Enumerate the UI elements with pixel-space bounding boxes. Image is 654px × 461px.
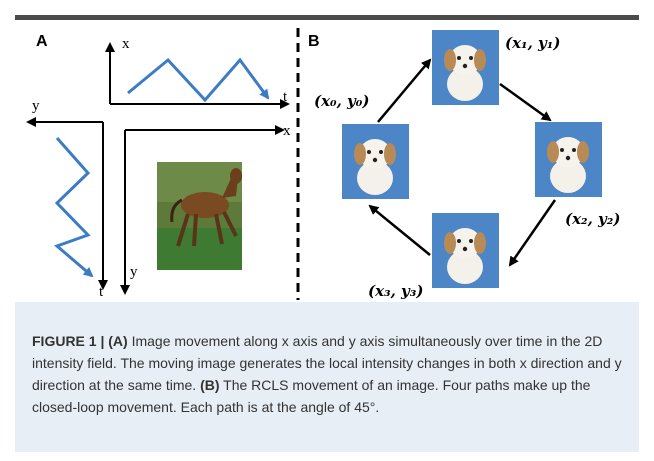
arrow-top-to-right bbox=[499, 82, 552, 122]
top-x-label: x bbox=[122, 36, 130, 52]
figure-caption: FIGURE 1 | (A) Image movement along x ax… bbox=[32, 330, 624, 418]
top-t-label: t bbox=[283, 89, 288, 105]
caption-box bbox=[15, 302, 639, 452]
bottom-y-label: y bbox=[130, 264, 138, 280]
dog-image-right bbox=[535, 122, 602, 197]
arrow-right-to-bottom bbox=[508, 199, 557, 267]
arrow-left-to-top bbox=[377, 58, 432, 123]
caption-b-marker: (B) bbox=[200, 377, 220, 393]
dog-image-left bbox=[342, 124, 409, 199]
panel-a-label: A bbox=[36, 33, 48, 50]
dog-image-top bbox=[432, 30, 499, 105]
dog-image-bottom bbox=[432, 213, 499, 288]
x-motion-path bbox=[127, 57, 270, 103]
left-t-label: t bbox=[99, 284, 104, 300]
caption-a-marker: (A) bbox=[108, 333, 128, 349]
caption-b-text: The RCLS movement of an image. Four path… bbox=[32, 377, 591, 415]
horse-image bbox=[157, 162, 242, 270]
point-label-2: (x₂, y₂) bbox=[565, 210, 620, 228]
point-label-0: (x₀, y₀) bbox=[314, 92, 369, 110]
caption-a-text: Image movement along x axis and y axis s… bbox=[32, 333, 622, 393]
y-motion-path bbox=[54, 137, 94, 278]
figure-top-bar bbox=[15, 15, 639, 20]
arrow-bottom-to-left bbox=[368, 204, 431, 256]
left-y-label: y bbox=[32, 98, 40, 114]
point-label-1: (x₁, y₁) bbox=[505, 34, 560, 52]
point-label-3: (x₃, y₃) bbox=[368, 282, 423, 300]
panel-b-label: B bbox=[308, 33, 320, 50]
mid-x-label: x bbox=[283, 123, 291, 139]
caption-figure-label: FIGURE 1 | bbox=[32, 333, 105, 349]
